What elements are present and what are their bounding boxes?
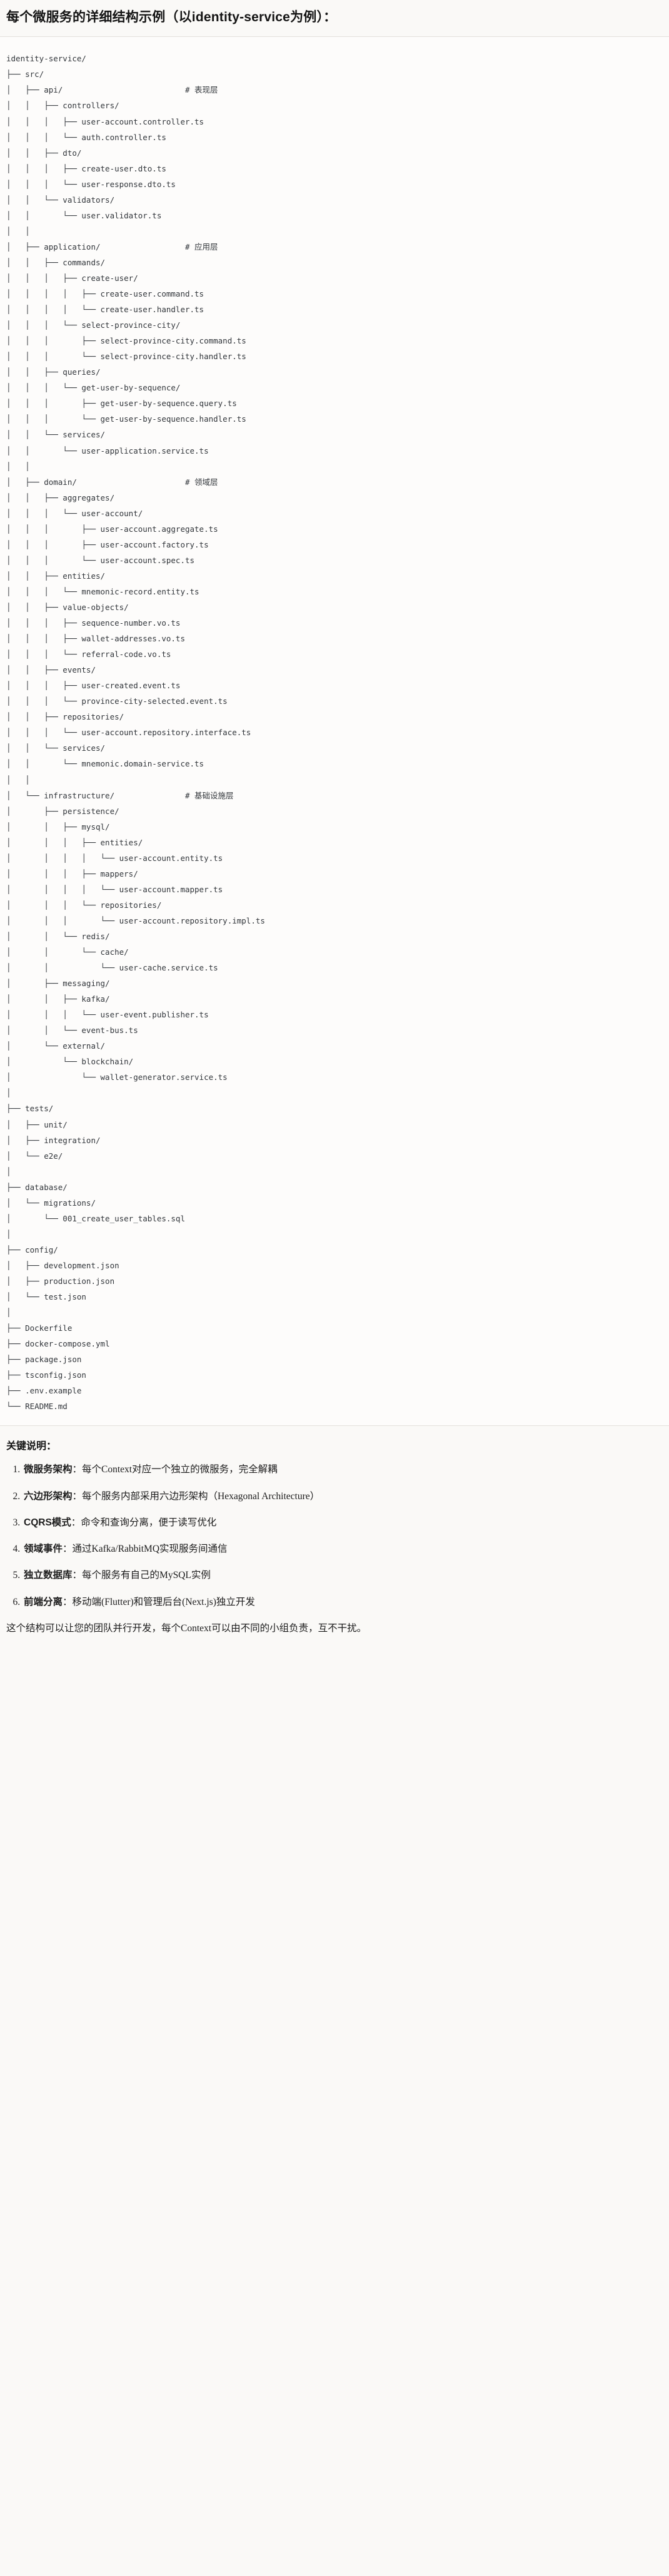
key-note-item: 前端分离：移动端(Flutter)和管理后台(Next.js)独立开发 xyxy=(23,1595,663,1609)
key-note-item: 微服务架构：每个Context对应一个独立的微服务，完全解耦 xyxy=(23,1462,663,1477)
key-note-description: 每个服务内部采用六边形架构（Hexagonal Architecture） xyxy=(82,1490,320,1502)
page-title: 每个微服务的详细结构示例（以identity-service为例）： xyxy=(6,10,337,24)
key-note-description: 每个Context对应一个独立的微服务，完全解耦 xyxy=(82,1464,278,1475)
key-note-separator: ： xyxy=(71,1517,81,1528)
title-section: 每个微服务的详细结构示例（以identity-service为例）： xyxy=(0,0,669,37)
key-note-description: 命令和查询分离，便于读写优化 xyxy=(81,1517,217,1528)
key-notes-section: 关键说明： 微服务架构：每个Context对应一个独立的微服务，完全解耦六边形架… xyxy=(0,1426,669,1651)
key-note-description: 移动端(Flutter)和管理后台(Next.js)独立开发 xyxy=(72,1596,255,1607)
closing-paragraph: 这个结构可以让您的团队并行开发，每个Context可以由不同的小组负责，互不干扰… xyxy=(6,1622,367,1634)
key-note-term: CQRS模式 xyxy=(24,1517,71,1528)
key-note-term: 领域事件 xyxy=(24,1544,63,1555)
key-note-term: 前端分离 xyxy=(24,1596,63,1607)
key-note-description: 通过Kafka/RabbitMQ实现服务间通信 xyxy=(72,1544,228,1555)
key-note-separator: ： xyxy=(63,1596,73,1607)
key-note-separator: ： xyxy=(72,1464,83,1475)
key-note-term: 微服务架构 xyxy=(24,1464,73,1475)
directory-tree: identity-service/ ├── src/ │ ├── api/ # … xyxy=(6,54,265,1412)
directory-tree-block: identity-service/ ├── src/ │ ├── api/ # … xyxy=(0,37,669,1426)
key-note-item: 六边形架构：每个服务内部采用六边形架构（Hexagonal Architectu… xyxy=(23,1489,663,1504)
divider-bottom xyxy=(0,1425,669,1427)
key-notes-heading: 关键说明： xyxy=(6,1441,57,1452)
key-note-description: 每个服务有自己的MySQL实例 xyxy=(82,1570,211,1581)
key-note-term: 六边形架构 xyxy=(24,1490,73,1502)
key-notes-list: 微服务架构：每个Context对应一个独立的微服务，完全解耦六边形架构：每个服务… xyxy=(6,1462,663,1609)
divider-top xyxy=(0,36,669,38)
key-note-item: 领域事件：通过Kafka/RabbitMQ实现服务间通信 xyxy=(23,1542,663,1556)
key-note-separator: ： xyxy=(63,1544,73,1555)
key-note-separator: ： xyxy=(72,1570,83,1581)
document-page: 每个微服务的详细结构示例（以identity-service为例）： ident… xyxy=(0,0,669,1651)
key-note-term: 独立数据库 xyxy=(24,1570,73,1581)
key-note-item: 独立数据库：每个服务有自己的MySQL实例 xyxy=(23,1568,663,1582)
key-note-separator: ： xyxy=(72,1490,83,1502)
key-note-item: CQRS模式：命令和查询分离，便于读写优化 xyxy=(23,1515,663,1530)
